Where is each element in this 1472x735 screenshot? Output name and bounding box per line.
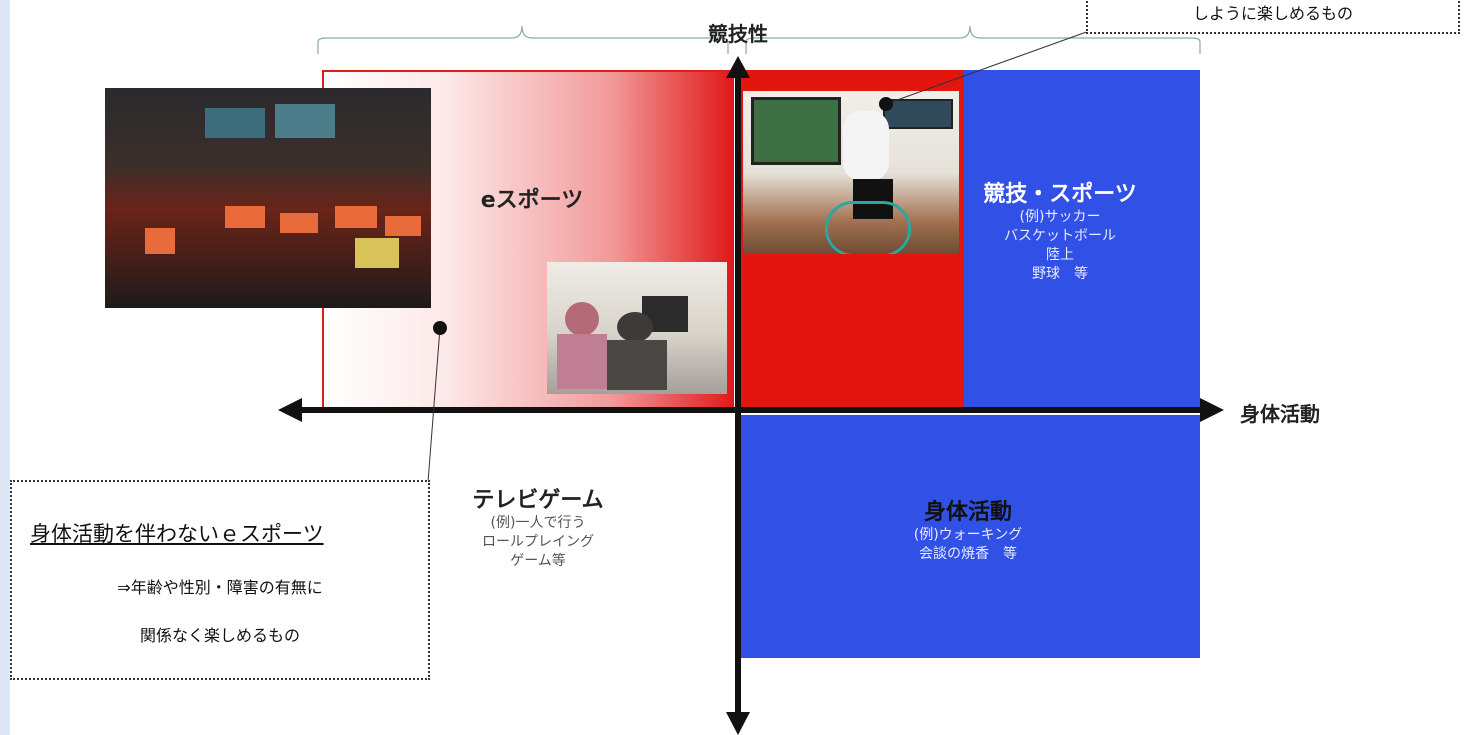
videogame-line-2: ロールプレイング <box>482 534 594 550</box>
sports-line-2: バスケットボール <box>1004 228 1116 244</box>
physical-line-1: (例)ウォーキング <box>913 527 1023 543</box>
callout-dot-esports <box>433 321 447 335</box>
esports-title: eスポーツ <box>480 188 584 213</box>
sports-title: 競技・スポーツ <box>983 182 1137 207</box>
videogame-line-3: ゲーム等 <box>510 553 566 569</box>
elderly-playing-game-photo <box>547 262 727 394</box>
videogame-title: テレビゲーム <box>472 488 604 513</box>
vertical-axis-label: 競技性 <box>708 22 768 46</box>
left-edge-strip <box>0 0 10 735</box>
esports-arena-photo <box>105 88 431 308</box>
sports-line-3: 陸上 <box>1046 247 1074 263</box>
esports-callout-box: 身体活動を伴わないｅスポーツ ⇒年齢や性別・障害の有無に 関係なく楽しめるもの <box>10 480 430 680</box>
physical-title: 身体活動 <box>923 500 1012 525</box>
top-callout-box: しように楽しめるもの <box>1086 0 1460 34</box>
physical-line-2: 会談の焼香 等 <box>919 546 1017 562</box>
physical-label-group: 身体活動 (例)ウォーキング 会談の焼香 等 <box>870 494 1066 564</box>
videogame-line-1: (例)一人で行う <box>490 515 586 531</box>
top-braces <box>317 25 1201 54</box>
top-callout-text: しように楽しめるもの <box>1192 4 1353 23</box>
callout-line-2: 関係なく楽しめるもの <box>139 626 300 645</box>
physical-activity-quadrant-bg <box>740 415 1200 658</box>
videogame-label-group: テレビゲーム (例)一人で行う ロールプレイング ゲーム等 <box>440 482 636 571</box>
sports-line-4: 野球 等 <box>1032 266 1088 282</box>
sports-label-group: 競技・スポーツ (例)サッカー バスケットボール 陸上 野球 等 <box>962 176 1158 284</box>
horizontal-axis-label: 身体活動 <box>1240 402 1320 426</box>
callout-dot-cycling <box>879 97 893 111</box>
callout-title: 身体活動を伴わないｅスポーツ <box>30 522 324 546</box>
sports-quadrant-bg <box>964 70 1200 410</box>
sports-line-1: (例)サッカー <box>1019 209 1101 225</box>
callout-line-1: ⇒年齢や性別・障害の有無に <box>117 578 323 597</box>
indoor-cycling-photo <box>743 91 959 254</box>
